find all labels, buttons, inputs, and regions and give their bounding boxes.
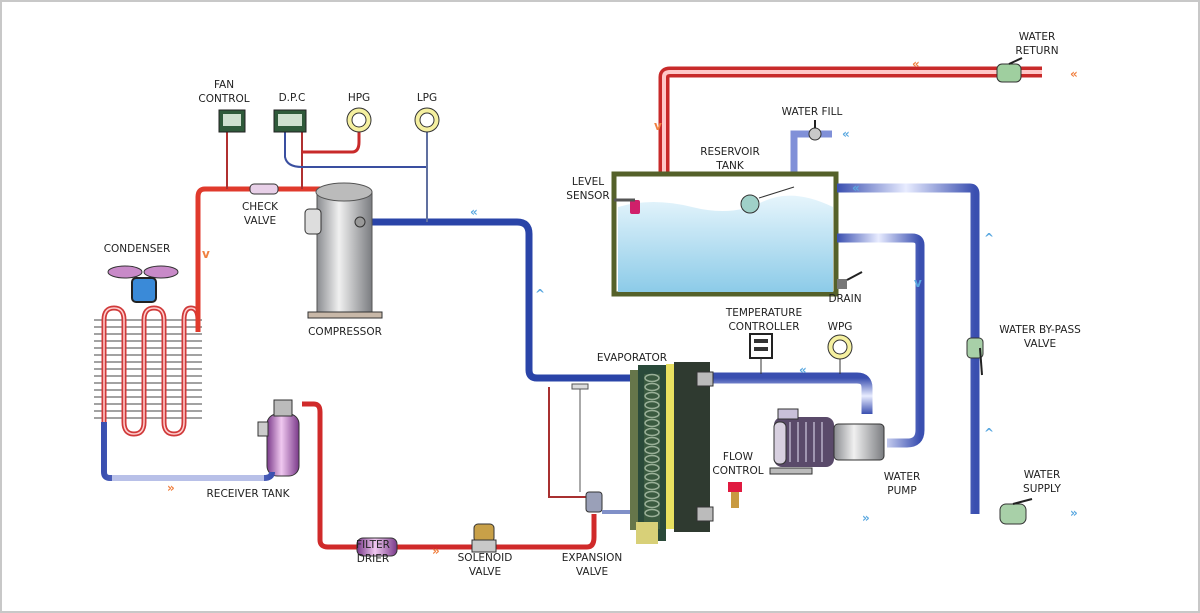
- label-hpg: HPG: [348, 92, 370, 104]
- flow-arrow-icon: «: [842, 127, 850, 141]
- flow-arrow-icon: «: [852, 181, 860, 195]
- water-supply-valve[interactable]: [999, 503, 1027, 525]
- label-level-sensor: SENSOR: [566, 190, 609, 202]
- label-reservoir-tank: RESERVOIR: [700, 146, 760, 158]
- label-drain: DRAIN: [828, 293, 861, 305]
- fan-control-switch: [218, 109, 246, 133]
- discharge-pipe: [195, 186, 347, 332]
- label-water-supply: SUPPLY: [1023, 483, 1061, 495]
- flow-arrow-icon: »: [1070, 506, 1078, 520]
- label-reservoir-tank: TANK: [715, 160, 745, 172]
- water-pump: [769, 408, 885, 475]
- liquid-line: [302, 401, 597, 550]
- label-expansion-valve: EXPANSION: [562, 552, 622, 564]
- label-evaporator: EVAPORATOR: [597, 352, 667, 364]
- flow-arrow-icon: »: [167, 481, 175, 495]
- filter-drier: [356, 537, 398, 557]
- solenoid-valve: [471, 523, 497, 553]
- dpc-switch: [273, 109, 307, 133]
- flow-arrow-icon: ^: [984, 426, 994, 440]
- label-water-return: RETURN: [1015, 45, 1058, 57]
- label-fan-control: FAN: [214, 79, 234, 91]
- label-water-pump: WATER: [884, 471, 921, 483]
- float-ball: [740, 194, 760, 214]
- label-water-supply: WATER: [1024, 469, 1061, 481]
- label-check-valve: CHECK: [242, 201, 279, 213]
- flow-arrow-icon: v: [654, 119, 662, 133]
- label-filter-drier: FILTER: [356, 539, 390, 551]
- label-solenoid-valve: SOLENOID: [458, 552, 513, 564]
- equalizer-line: [548, 387, 587, 498]
- evaporator-water-outlet-pipe: [707, 372, 873, 414]
- label-water-return: WATER: [1019, 31, 1056, 43]
- label-water-pump: PUMP: [887, 485, 916, 497]
- tank-outlet-pipe: [837, 183, 980, 514]
- label-lpg: LPG: [417, 92, 437, 104]
- condenser-coil: [94, 305, 202, 437]
- reservoir-tank: [611, 171, 839, 297]
- water-return-pipe: [658, 66, 1042, 182]
- flow-arrow-icon: «: [912, 57, 920, 71]
- level-sensor: [630, 200, 640, 214]
- label-wpg: WPG: [828, 321, 853, 333]
- pump-return-pipe: [837, 233, 925, 448]
- evaporator: [630, 362, 714, 544]
- flow-arrow-icon: »: [862, 511, 870, 525]
- hpg-gauge: [346, 107, 372, 133]
- temperature-controller: [749, 333, 773, 374]
- flow-arrow-icon: ^: [535, 287, 545, 301]
- drain-valve[interactable]: [837, 279, 847, 289]
- label-water-bypass-valve: WATER BY-PASS: [999, 324, 1081, 336]
- label-condenser: CONDENSER: [104, 243, 171, 255]
- lpg-gauge: [414, 107, 440, 133]
- label-filter-drier: DRIER: [357, 553, 389, 565]
- label-expansion-valve: VALVE: [576, 566, 608, 578]
- label-level-sensor: LEVEL: [572, 176, 604, 188]
- flow-control: [728, 482, 742, 508]
- expansion-valve: [585, 491, 630, 514]
- flow-arrow-icon: «: [470, 205, 478, 219]
- suction-pipe: [357, 218, 630, 382]
- label-temperature-controller: TEMPERATURE: [725, 307, 802, 319]
- label-temperature-controller: CONTROLLER: [728, 321, 799, 333]
- label-water-fill: WATER FILL: [782, 106, 843, 118]
- label-flow-control: FLOW: [723, 451, 754, 463]
- label-fan-control: CONTROL: [198, 93, 249, 105]
- flow-arrow-icon: v: [914, 276, 922, 290]
- receiver-tank: [257, 399, 300, 477]
- flow-arrow-icon: v: [202, 247, 210, 261]
- water-fill-valve[interactable]: [808, 127, 822, 141]
- flow-arrow-icon: ^: [984, 231, 994, 245]
- check-valve: [249, 183, 279, 195]
- condenser-fan: [107, 265, 179, 303]
- condenser-outlet-pipe: [101, 422, 275, 481]
- flow-arrow-icon: «: [1070, 67, 1078, 81]
- label-receiver-tank: RECEIVER TANK: [207, 488, 291, 500]
- label-water-bypass-valve: VALVE: [1024, 338, 1056, 350]
- flow-arrow-icon: »: [432, 544, 440, 558]
- label-check-valve: VALVE: [244, 215, 276, 227]
- label-solenoid-valve: VALVE: [469, 566, 501, 578]
- label-dpc: D.P.C: [279, 92, 306, 104]
- compressor: [304, 182, 383, 319]
- water-return-valve[interactable]: [996, 57, 1023, 83]
- wpg-gauge: [827, 334, 853, 374]
- water-bypass-valve[interactable]: [966, 337, 984, 359]
- label-compressor: COMPRESSOR: [308, 326, 382, 338]
- water-fill-pipe: [790, 120, 832, 180]
- label-flow-control: CONTROL: [712, 465, 763, 477]
- flow-arrow-icon: «: [799, 363, 807, 377]
